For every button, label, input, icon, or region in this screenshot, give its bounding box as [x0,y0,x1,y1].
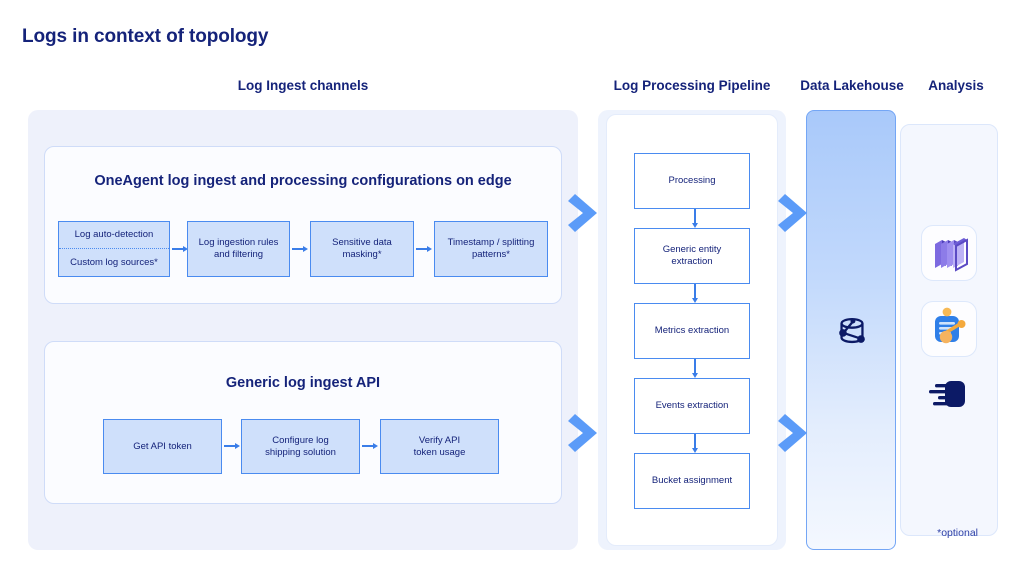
arrow-pipeline-1-to-2 [690,209,700,228]
api-card-title: Generic log ingest API [225,375,381,391]
ingest-step-label-line-1: Log auto-detection [59,222,169,249]
pipeline-step-events-extraction[interactable]: Events extraction [634,378,750,434]
chevron-right-icon-pipeline-to-lakehouse-top [778,190,814,236]
chevron-right-icon-pipeline-to-lakehouse-bottom [778,410,814,456]
grail-database-graph-icon [833,312,871,350]
arrow-pipeline-4-to-5 [690,434,700,453]
footnote-optional: *optional [937,527,978,539]
pipeline-step-label: Bucket assignment [651,475,733,487]
dashboard-document-icon[interactable] [921,301,977,357]
arrow-oneagent-1-to-2 [172,244,188,254]
column-header-analysis: Analysis [928,78,984,93]
logs-speed-icon[interactable] [921,369,977,425]
notebook-cube-icon[interactable] [921,225,977,281]
column-header-data-lakehouse: Data Lakehouse [800,78,904,93]
arrow-pipeline-2-to-3 [690,284,700,303]
api-step-get-api-token[interactable]: Get API token [103,419,222,474]
column-header-log-processing-pipeline: Log Processing Pipeline [613,78,771,93]
arrow-pipeline-3-to-4 [690,359,700,378]
page-title: Logs in context of topology [22,26,269,47]
chevron-right-icon-ingest-to-pipeline-top [568,190,604,236]
chevron-right-icon-ingest-to-pipeline-bottom [568,410,604,456]
arrow-oneagent-3-to-4 [416,244,432,254]
oneagent-card-title: OneAgent log ingest and processing confi… [94,173,512,189]
panel-data-lakehouse [806,110,896,550]
pipeline-step-label: Metrics extraction [654,325,730,337]
arrow-oneagent-2-to-3 [292,244,308,254]
arrow-api-2-to-3 [362,441,378,451]
pipeline-step-label: Processing [668,175,716,187]
pipeline-step-metrics-extraction[interactable]: Metrics extraction [634,303,750,359]
arrow-api-1-to-2 [224,441,240,451]
pipeline-step-bucket-assignment[interactable]: Bucket assignment [634,453,750,509]
column-header-log-ingest-channels: Log Ingest channels [237,78,369,93]
ingest-step-log-auto-detection[interactable]: Log auto-detection Custom log sources* [58,221,170,277]
ingest-step-label-line-2: Custom log sources* [70,256,158,268]
pipeline-step-label: Events extraction [655,400,729,412]
pipeline-step-processing[interactable]: Processing [634,153,750,209]
api-step-label: Get API token [133,440,192,452]
